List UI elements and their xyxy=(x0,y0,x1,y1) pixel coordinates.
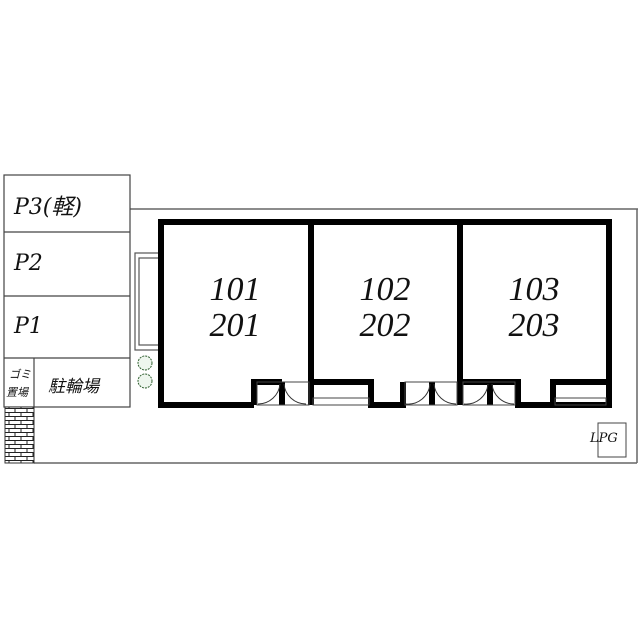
parking-p1-label: P1 xyxy=(14,314,43,339)
unit-203-label: 203 xyxy=(508,307,560,344)
lpg-box xyxy=(597,422,627,458)
door-swings xyxy=(257,383,515,405)
side-structure xyxy=(134,252,163,351)
front-windows xyxy=(256,381,607,406)
garbage-area-label-line1: ゴミ xyxy=(9,368,31,381)
bicycle-parking-label: 駐輪場 xyxy=(48,377,99,397)
unit-201-label: 201 xyxy=(209,307,261,344)
unit-1: 101 201 xyxy=(195,272,275,344)
lpg-label: LPG xyxy=(590,431,618,446)
brick-wall xyxy=(4,406,35,464)
unit-202-label: 202 xyxy=(359,307,411,344)
site-boundary xyxy=(34,208,638,464)
unit-2: 102 202 xyxy=(345,272,425,344)
unit-103-label: 103 xyxy=(508,271,560,308)
unit-101-label: 101 xyxy=(209,271,261,308)
parking-area xyxy=(3,174,131,408)
unit-102-label: 102 xyxy=(359,271,411,308)
shrub-icons xyxy=(137,355,153,389)
garbage-area-label-line2: 置場 xyxy=(6,386,28,399)
unit-3: 103 203 xyxy=(494,272,574,344)
parking-p2-label: P2 xyxy=(14,251,43,276)
parking-p3-label: P3(軽) xyxy=(14,195,82,220)
